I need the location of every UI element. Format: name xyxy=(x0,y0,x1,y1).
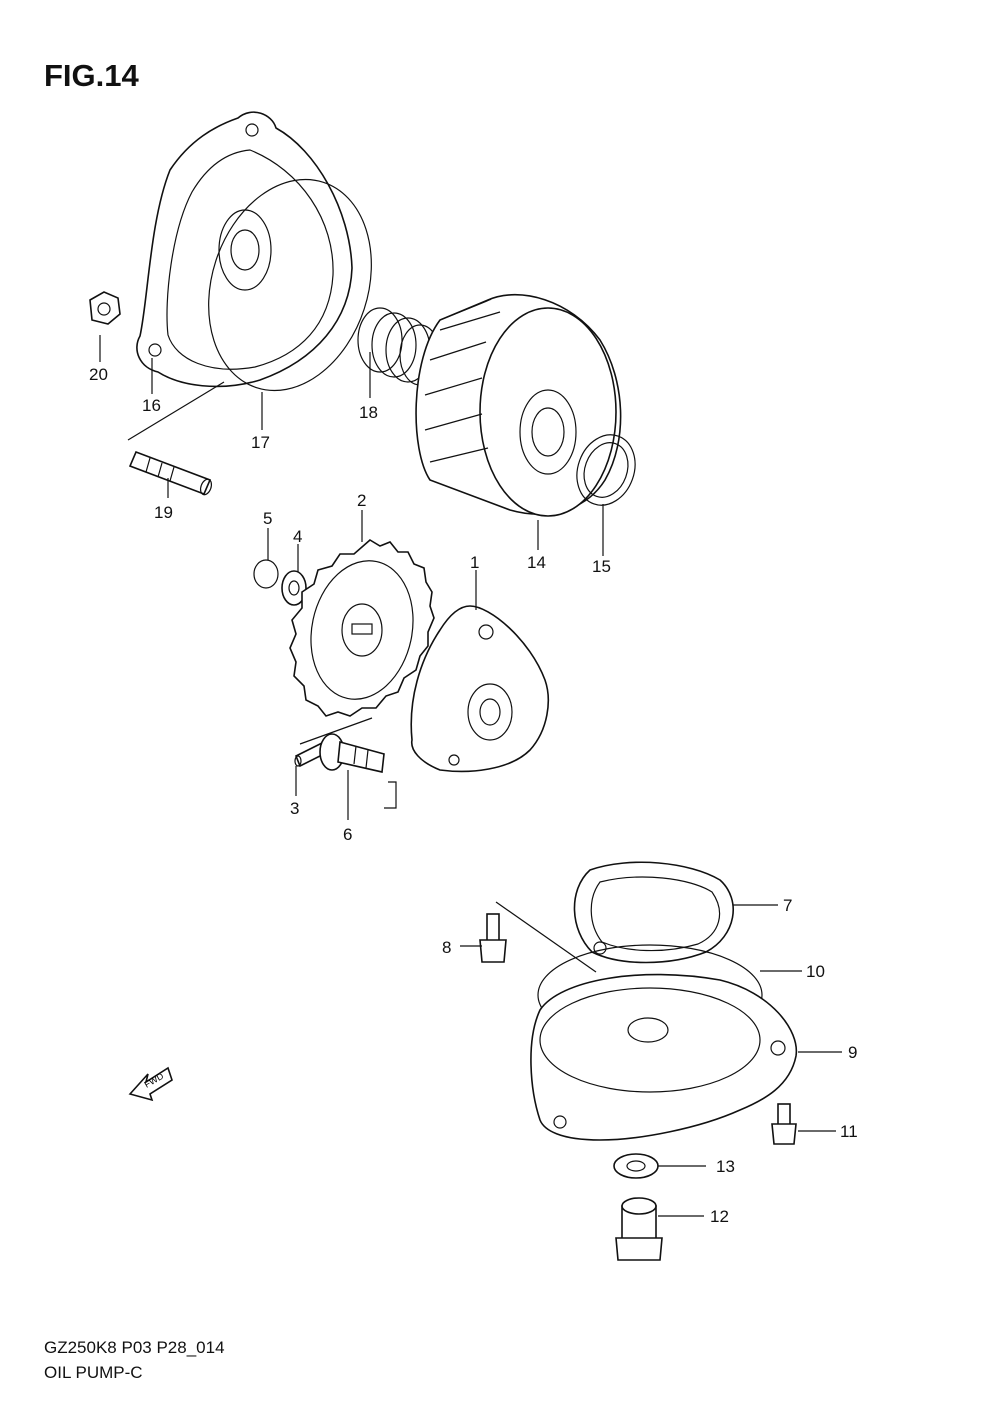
callout-14: 14 xyxy=(527,553,546,572)
callout-15: 15 xyxy=(592,557,611,576)
callout-11: 11 xyxy=(840,1122,858,1141)
callout-2: 2 xyxy=(357,491,366,510)
callout-7: 7 xyxy=(783,896,792,915)
callout-16: 16 xyxy=(142,396,161,415)
callout-13: 13 xyxy=(716,1157,735,1176)
part-4-washer[interactable] xyxy=(281,570,307,606)
callout-4: 4 xyxy=(293,527,302,546)
callout-20: 20 xyxy=(89,365,108,384)
part-7-oil-strainer[interactable] xyxy=(573,861,734,964)
part-5-circlip[interactable] xyxy=(253,559,279,589)
callout-19: 19 xyxy=(154,503,173,522)
callout-17: 17 xyxy=(251,433,270,452)
part-14-oil-filter[interactable] xyxy=(415,293,622,517)
part-15-o-ring[interactable] xyxy=(567,427,644,514)
part-6-bolt[interactable] xyxy=(319,733,385,773)
part-8-bolt[interactable] xyxy=(479,913,507,963)
forward-arrow-icon: FWD xyxy=(128,1066,173,1102)
part-19-stud[interactable] xyxy=(128,450,213,496)
figure-title: FIG.14 xyxy=(44,58,139,93)
part-2-gear[interactable] xyxy=(289,539,435,717)
callout-5: 5 xyxy=(263,509,272,528)
callout-6: 6 xyxy=(343,825,352,844)
diagram-footer: GZ250K8 P03 P28_014 OIL PUMP-C xyxy=(44,1335,225,1385)
part-11-bolt[interactable] xyxy=(771,1103,797,1145)
callout-12: 12 xyxy=(710,1207,729,1226)
callout-labels: 1 2 3 4 5 6 7 8 9 10 11 12 13 14 15 16 1… xyxy=(89,365,858,1226)
callout-1: 1 xyxy=(470,553,479,572)
model-code: GZ250K8 P03 P28_014 xyxy=(44,1338,225,1357)
part-17-o-ring[interactable] xyxy=(182,158,397,412)
callout-10: 10 xyxy=(806,962,825,981)
section-name: OIL PUMP-C xyxy=(44,1363,143,1382)
part-9-oil-sump-cover[interactable] xyxy=(530,973,798,1141)
part-13-gasket[interactable] xyxy=(613,1153,659,1179)
part-12-drain-plug[interactable] xyxy=(615,1197,663,1261)
callout-8: 8 xyxy=(442,938,451,957)
leader-lines xyxy=(99,335,842,1217)
part-20-nut[interactable] xyxy=(89,291,121,325)
callout-18: 18 xyxy=(359,403,378,422)
part-1-oil-pump-body[interactable] xyxy=(410,605,550,773)
callout-9: 9 xyxy=(848,1043,857,1062)
part-16-filter-cover[interactable] xyxy=(136,111,353,388)
callout-3: 3 xyxy=(290,799,299,818)
